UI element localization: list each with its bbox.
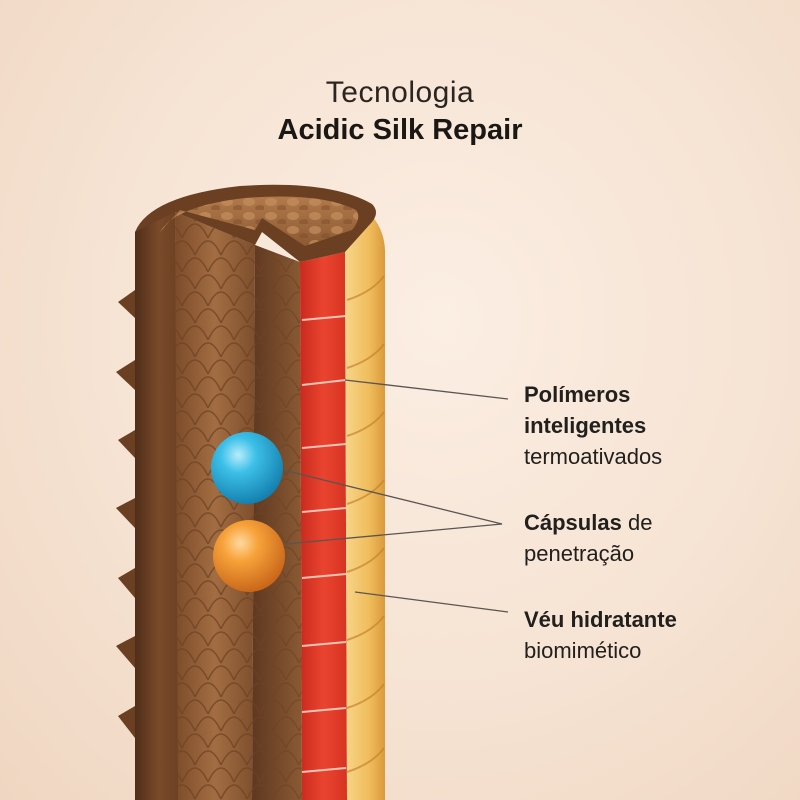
polymer-red-layer — [300, 252, 347, 800]
capsule-blue — [211, 432, 283, 504]
label-veil: Véu hidratante biomimético — [524, 604, 677, 666]
label-veil-line1: Véu hidratante — [524, 604, 677, 635]
veil-yellow-layer — [345, 216, 385, 800]
label-capsules-de: de — [628, 510, 652, 535]
label-capsules-line2: penetração — [524, 538, 652, 569]
label-capsules: Cápsulas de penetração — [524, 507, 652, 569]
cuticle-spikes — [116, 290, 135, 738]
label-polymers: Polímeros inteligentes termoativados — [524, 379, 662, 472]
label-capsules-bold: Cápsulas — [524, 510, 622, 535]
capsule-orange — [213, 520, 285, 592]
label-polymers-line3: termoativados — [524, 441, 662, 472]
label-veil-line2: biomimético — [524, 635, 677, 666]
cuticle-layer — [135, 210, 182, 800]
label-polymers-line1: Polímeros — [524, 379, 662, 410]
label-polymers-line2: inteligentes — [524, 410, 662, 441]
